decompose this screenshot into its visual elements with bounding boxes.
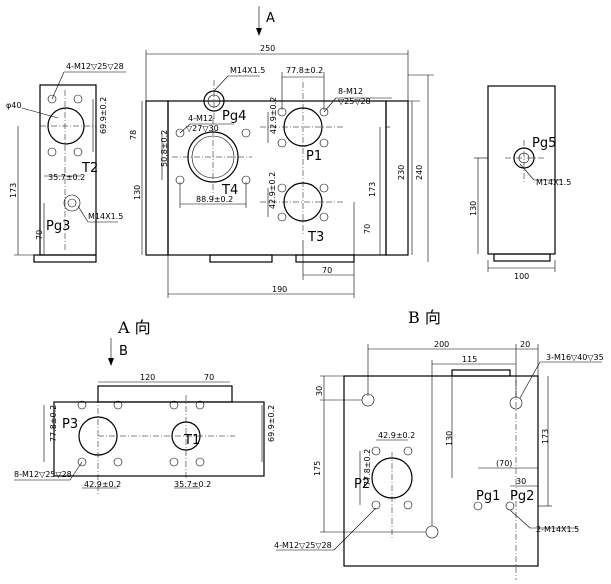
dim-69-9-left: 69.9±0.2: [99, 97, 108, 134]
dim-69-9-a: 69.9±0.2: [267, 405, 276, 442]
view-b: B 向 P2 Pg1 Pg2 200 115 20 30 1: [274, 308, 604, 580]
dim-phi40: φ40: [6, 101, 21, 110]
label-pg5: Pg5: [532, 136, 556, 151]
arrow-letter-b: B: [119, 344, 128, 359]
dim-35-7-a: 35.7±0.2: [174, 480, 211, 489]
label-t3: T3: [307, 230, 324, 245]
dim-70-a: 70: [204, 373, 214, 382]
dim-20: 20: [520, 340, 530, 349]
dim-115: 115: [462, 355, 477, 364]
caption-a: A 向: [117, 318, 151, 337]
dim-78: 78: [129, 130, 138, 140]
dim-100: 100: [514, 272, 529, 281]
label-p2: P2: [354, 477, 370, 492]
dim-70-left: 70: [35, 230, 44, 240]
thread-4m12-front: 4-M12: [188, 114, 213, 123]
dim-70-front-right: 70: [363, 224, 372, 234]
thread-4m12-left: 4-M12▽25▽28: [66, 62, 124, 71]
view-arrow-a: A: [256, 6, 275, 36]
label-pg1: Pg1: [476, 489, 500, 504]
label-t2: T2: [81, 161, 98, 176]
dim-175: 175: [313, 461, 322, 476]
dim-130-front: 130: [133, 185, 142, 200]
dim-230: 230: [397, 165, 406, 180]
caption-b: B 向: [408, 308, 441, 327]
thread-4m12-b: 4-M12▽25▽28: [274, 541, 332, 550]
dim-42-9-b: 42.9±0.2: [378, 431, 415, 440]
label-t4: T4: [221, 183, 238, 198]
dim-70-front-bottom: 70: [322, 266, 332, 275]
dim-240: 240: [415, 165, 424, 180]
thread-2m14: 2-M14X1.5: [536, 525, 579, 534]
dim-88-9: 88.9±0.2: [196, 195, 233, 204]
thread-3m16: 3-M16▽40▽35: [546, 353, 604, 362]
thread-m14-right: M14X1.5: [536, 178, 571, 187]
dim-250: 250: [260, 44, 275, 53]
thread-8m12-front: 8-M12: [338, 87, 363, 96]
view-a: A 向 B P3 T1 120 70 77.8±0.2 69.9±0.2 42.…: [14, 318, 276, 496]
thread-8m12-a: 8-M12▽25▽28: [14, 470, 72, 479]
label-pg3: Pg3: [46, 219, 70, 234]
thread-m14-left: M14X1.5: [88, 212, 123, 221]
dim-35-7-left: 35.7±0.2: [48, 173, 85, 182]
dim-200: 200: [434, 340, 449, 349]
label-pg4: Pg4: [222, 109, 246, 124]
front-view: Pg4 P1 T4 T3 250 77.8±0.2: [129, 44, 434, 298]
dim-42-9-a: 42.9±0.2: [84, 480, 121, 489]
dim-77-8: 77.8±0.2: [286, 66, 323, 75]
dim-173-left: 173: [9, 183, 18, 198]
dim-30-b-right: 30: [516, 477, 526, 486]
dim-70-paren: (70): [496, 459, 512, 468]
thread-m14-front: M14X1.5: [230, 66, 265, 75]
dim-173-front: 173: [368, 182, 377, 197]
right-view: Pg5 M14X1.5 130 100: [469, 85, 571, 281]
dim-130-right: 130: [469, 201, 478, 216]
dim-173-b: 173: [541, 429, 550, 444]
dim-42-9-b: 42.9±0.2: [268, 172, 277, 209]
dim-50-8: 50.8±0.2: [160, 130, 169, 167]
thread-8m12-depth: ▽25▽28: [338, 97, 371, 106]
dim-190: 190: [272, 285, 287, 294]
label-p3: P3: [62, 417, 78, 432]
dim-30-b-left: 30: [315, 386, 324, 396]
dim-120-a: 120: [140, 373, 155, 382]
dim-77-8-b: 77.8±0.2: [363, 449, 372, 486]
label-t1: T1: [183, 433, 200, 448]
dim-77-8-a: 77.8±0.2: [49, 405, 58, 442]
thread-4m12-depth: ▽27▽30: [186, 124, 219, 133]
arrow-letter-a: A: [266, 11, 275, 26]
label-p1: P1: [306, 149, 322, 164]
dim-130-b: 130: [445, 431, 454, 446]
dim-42-9-a: 42.9±0.2: [269, 97, 278, 134]
label-pg2: Pg2: [510, 489, 534, 504]
left-view: T2 Pg3 4-M12▽25▽28 φ40 69.9±0.2 35.7±0.2…: [6, 62, 126, 263]
